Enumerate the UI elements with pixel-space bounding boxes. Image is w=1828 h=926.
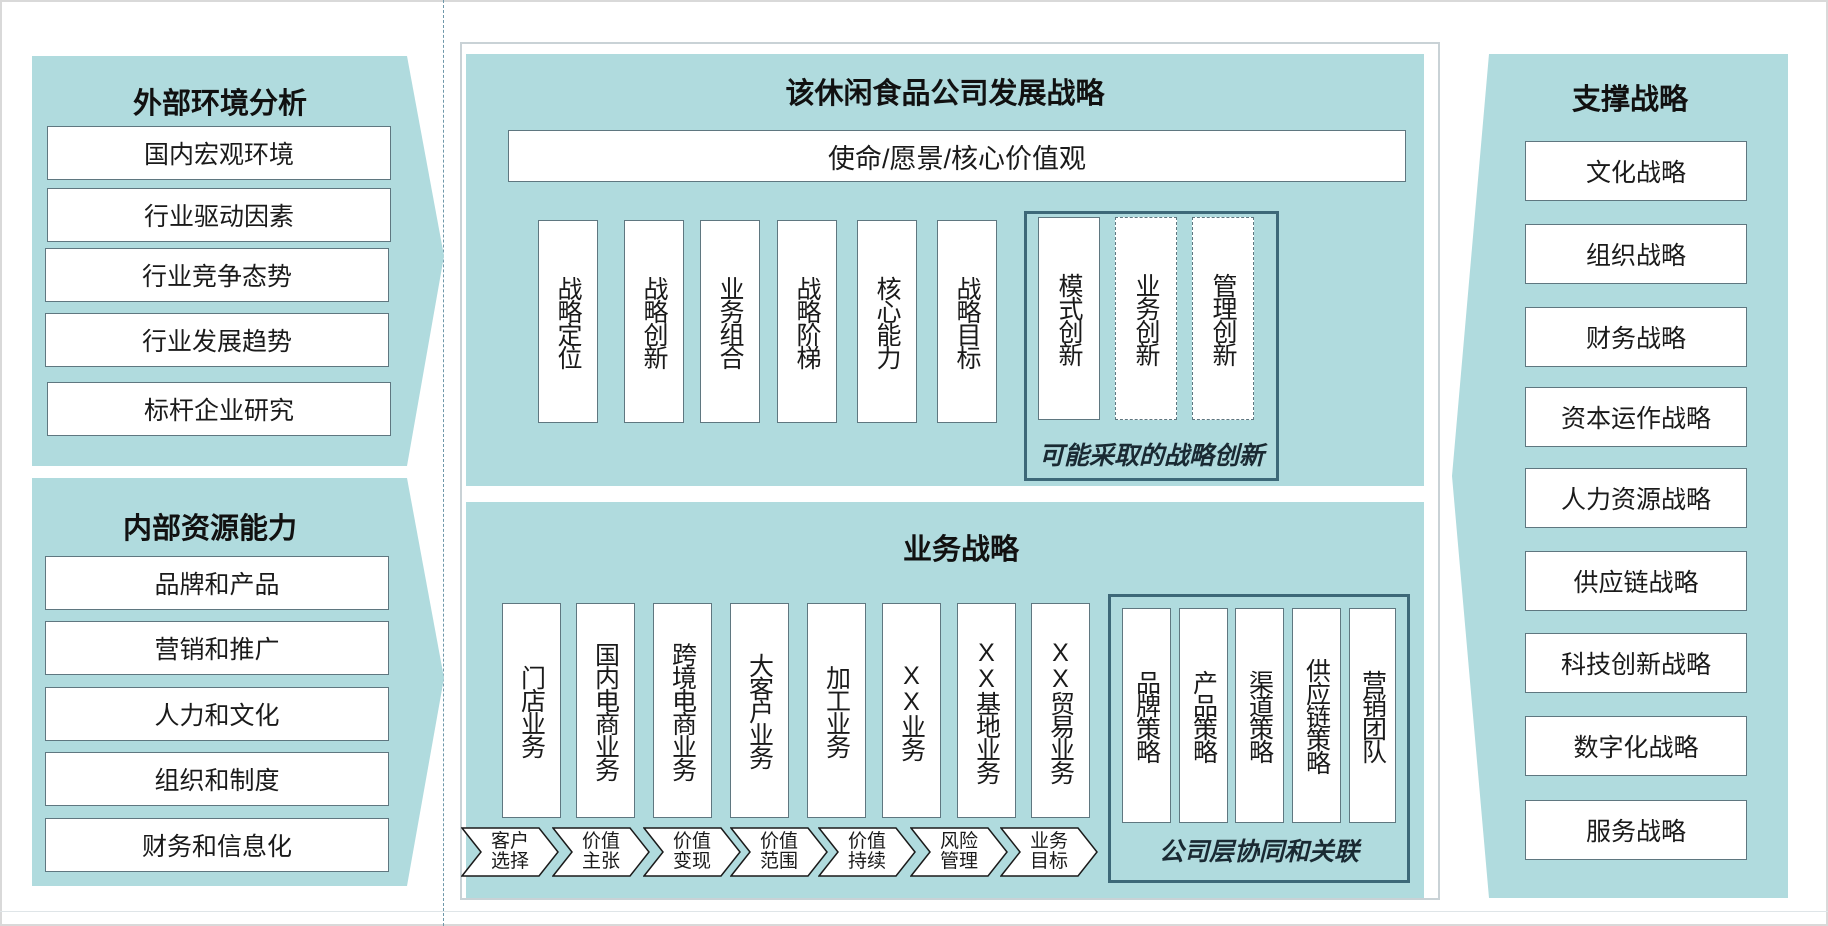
synergy-label: 产品策略 xyxy=(1189,669,1218,762)
strategy-pillar: 业务组合 xyxy=(700,220,760,423)
strategy-pillar: 战略阶梯 xyxy=(777,220,837,423)
business-label: XX业务 xyxy=(897,661,926,760)
chevron-shape xyxy=(643,827,741,877)
synergy-box: 渠道策略 xyxy=(1235,608,1284,823)
synergy-label: 供应链策略 xyxy=(1302,658,1331,773)
chevron-shape xyxy=(730,827,828,877)
strategy-pillar-label: 战略定位 xyxy=(554,275,582,368)
synergy-box: 品牌策略 xyxy=(1122,608,1171,823)
internal-item: 营销和推广 xyxy=(45,621,389,675)
strategy-panel-title: 该休闲食品公司发展战略 xyxy=(785,78,1105,110)
external-item: 行业发展趋势 xyxy=(45,313,389,367)
business-box: 国内电商业务 xyxy=(576,603,635,818)
process-step-label: 价值范围 xyxy=(759,831,798,872)
business-box: 跨境电商业务 xyxy=(653,603,712,818)
business-label: XX贸易业务 xyxy=(1046,638,1075,783)
process-step-label: 价值持续 xyxy=(847,831,886,872)
innovation-box: 业务创新 xyxy=(1115,217,1177,420)
business-box: XX贸易业务 xyxy=(1031,603,1090,818)
chevron-shape xyxy=(552,827,650,877)
process-step-label: 客户选择 xyxy=(490,831,529,872)
business-label: 加工业务 xyxy=(822,664,851,757)
support-item: 供应链战略 xyxy=(1525,551,1747,611)
business-box: 门店业务 xyxy=(502,603,561,818)
mission-bar: 使命/愿景/核心价值观 xyxy=(508,130,1406,182)
business-label: 大客户业务 xyxy=(745,653,774,768)
strategy-pillar-label: 战略阶梯 xyxy=(793,275,821,368)
strategy-pillar: 战略定位 xyxy=(538,220,598,423)
innovation-label: 业务创新 xyxy=(1132,272,1160,365)
support-item: 组织战略 xyxy=(1525,224,1747,284)
support-item: 资本运作战略 xyxy=(1525,387,1747,447)
synergy-box: 产品策略 xyxy=(1179,608,1228,823)
innovation-box: 模式创新 xyxy=(1038,217,1100,420)
internal-panel-title: 内部资源能力 xyxy=(122,513,297,545)
internal-item: 财务和信息化 xyxy=(45,818,389,872)
synergy-label: 渠道策略 xyxy=(1245,669,1274,762)
external-panel-title: 外部环境分析 xyxy=(132,88,307,120)
internal-item: 人力和文化 xyxy=(45,687,389,741)
process-chevron: 价值范围 xyxy=(730,827,828,877)
business-box: XX基地业务 xyxy=(957,603,1016,818)
process-chevron: 风险管理 xyxy=(910,827,1008,877)
process-chevron: 客户选择 xyxy=(461,827,559,877)
innovation-box: 管理创新 xyxy=(1192,217,1254,420)
process-chevron: 价值持续 xyxy=(818,827,916,877)
internal-item: 组织和制度 xyxy=(45,752,389,806)
process-chevron: 价值主张 xyxy=(552,827,650,877)
business-box: 大客户业务 xyxy=(730,603,789,818)
process-chevron: 业务目标 xyxy=(1000,827,1098,877)
business-box: XX业务 xyxy=(882,603,941,818)
strategy-pillar-label: 核心能力 xyxy=(873,275,901,368)
business-label: XX基地业务 xyxy=(972,638,1001,783)
process-step-label: 业务目标 xyxy=(1029,831,1068,872)
synergy-caption: 公司层协同和关联 xyxy=(1158,838,1359,866)
strategy-pillar-label: 业务组合 xyxy=(716,275,744,368)
bottom-rule xyxy=(0,911,1828,912)
support-panel-title: 支撑战略 xyxy=(1571,84,1688,116)
strategy-pillar: 战略创新 xyxy=(624,220,684,423)
process-chevron: 价值变现 xyxy=(643,827,741,877)
synergy-label: 营销团队 xyxy=(1358,669,1387,762)
strategy-pillar-label: 战略创新 xyxy=(640,275,668,368)
strategy-pillar-label: 战略目标 xyxy=(953,275,981,368)
synergy-group xyxy=(1108,594,1410,883)
process-step-label: 价值变现 xyxy=(672,831,711,872)
external-item: 国内宏观环境 xyxy=(47,126,391,180)
chevron-shape xyxy=(818,827,916,877)
support-item: 人力资源战略 xyxy=(1525,468,1747,528)
process-step-label: 价值主张 xyxy=(581,831,620,872)
internal-item: 品牌和产品 xyxy=(45,556,389,610)
support-item: 文化战略 xyxy=(1525,141,1747,201)
support-item: 科技创新战略 xyxy=(1525,633,1747,693)
synergy-box: 营销团队 xyxy=(1349,608,1396,823)
strategy-pillar: 战略目标 xyxy=(937,220,997,423)
support-item: 服务战略 xyxy=(1525,800,1747,860)
synergy-box: 供应链策略 xyxy=(1292,608,1341,823)
chevron-shape xyxy=(1000,827,1098,877)
support-item: 财务战略 xyxy=(1525,307,1747,367)
innovation-group xyxy=(1024,211,1279,481)
external-item: 行业竞争态势 xyxy=(45,248,389,302)
external-item: 标杆企业研究 xyxy=(47,382,391,436)
business-box: 加工业务 xyxy=(807,603,866,818)
business-label: 国内电商业务 xyxy=(591,641,620,780)
innovation-caption: 可能采取的战略创新 xyxy=(1038,442,1264,470)
synergy-label: 品牌策略 xyxy=(1132,669,1161,762)
process-step-label: 风险管理 xyxy=(939,831,978,872)
support-item: 数字化战略 xyxy=(1525,716,1747,776)
business-panel-title: 业务战略 xyxy=(902,534,1019,566)
external-item: 行业驱动因素 xyxy=(47,188,391,242)
innovation-label: 模式创新 xyxy=(1055,272,1083,365)
chevron-shape xyxy=(461,827,559,877)
business-label: 门店业务 xyxy=(517,664,546,757)
strategy-pillar: 核心能力 xyxy=(857,220,917,423)
divider-line xyxy=(443,0,444,926)
business-label: 跨境电商业务 xyxy=(668,641,697,780)
innovation-label: 管理创新 xyxy=(1209,272,1237,365)
chevron-shape xyxy=(910,827,1008,877)
